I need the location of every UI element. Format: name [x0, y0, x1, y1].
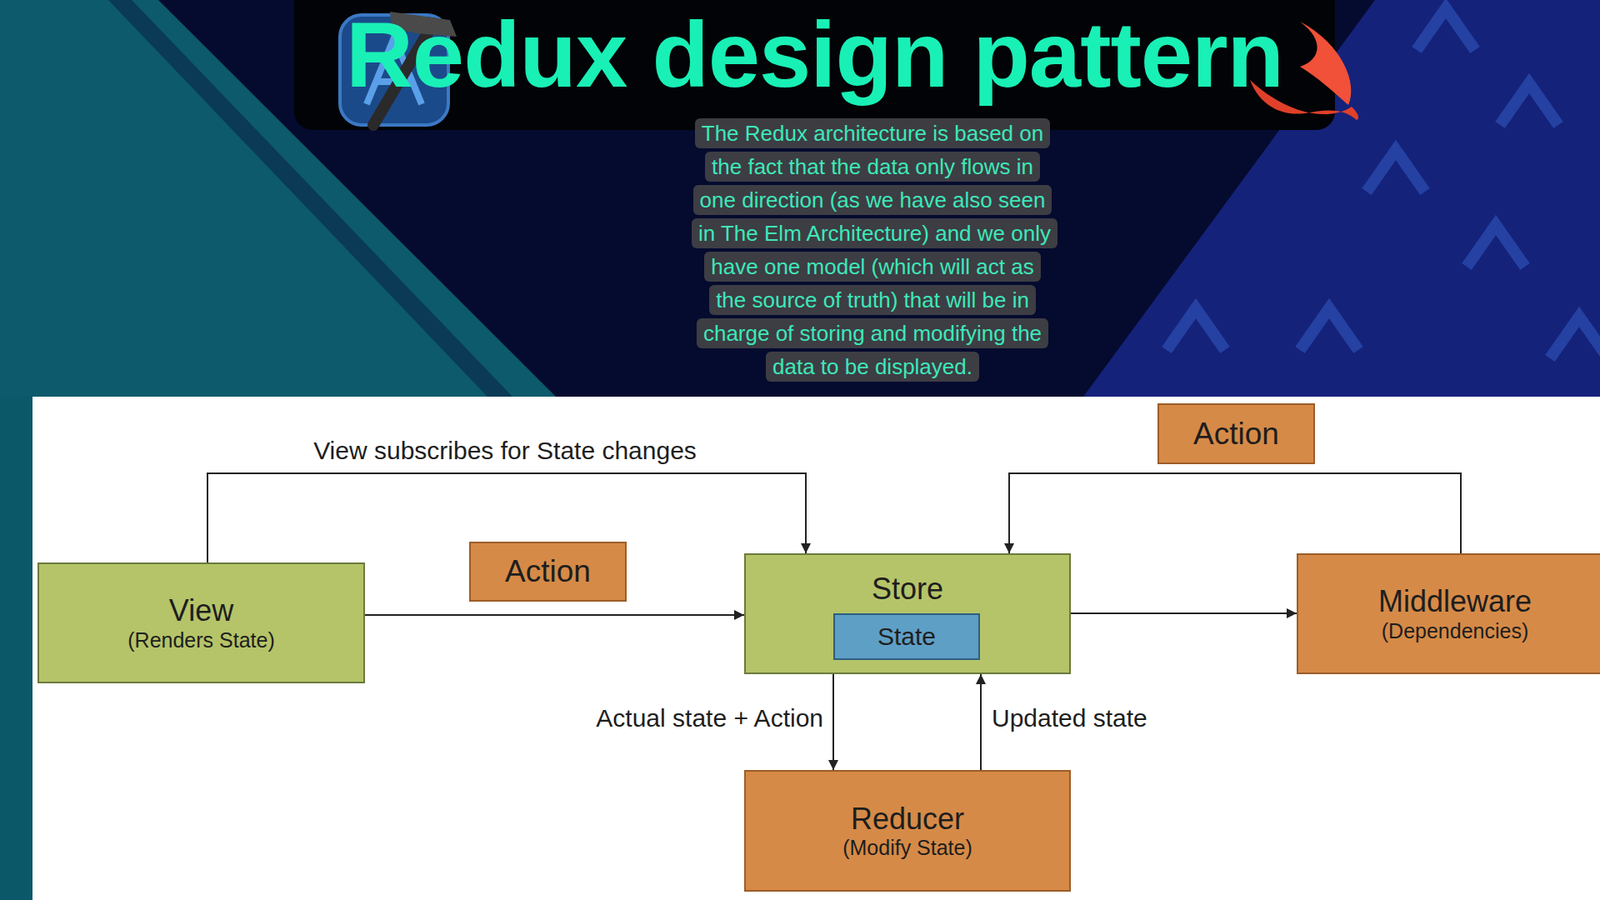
node-title: Middleware: [1378, 584, 1532, 619]
teal-strip: [0, 396, 33, 900]
action-tag: Action: [1157, 403, 1315, 465]
pattern-mark: [1500, 83, 1559, 125]
flow-arrow: [365, 614, 745, 616]
swift-body: [1300, 21, 1351, 105]
flow-arrow: [1009, 473, 1461, 554]
flow-arrow: [980, 674, 982, 770]
node-subtitle: (Dependencies): [1381, 619, 1530, 644]
pattern-mark: [1300, 308, 1359, 350]
middleware-box: Middleware(Dependencies): [1296, 553, 1600, 675]
edge-label: Updated state: [991, 703, 1148, 734]
flow-arrow: [1070, 612, 1297, 615]
store-box: StoreState: [744, 553, 1071, 675]
title-bar: [294, 0, 1335, 130]
node-subtitle: (Renders State): [127, 628, 275, 653]
pattern-mark: [1366, 150, 1425, 192]
node-title: State: [877, 622, 936, 652]
pattern-mark: [1166, 308, 1225, 350]
flow-arrow: [832, 674, 835, 770]
view-box: View(Renders State): [37, 562, 365, 684]
edge-label: Actual state + Action: [595, 703, 824, 734]
page-title: Redux design pattern: [294, 0, 1335, 110]
edge-label: View subscribes for State changes: [313, 435, 697, 466]
pattern-mark: [1466, 225, 1525, 267]
state-box: State: [833, 613, 980, 660]
node-title: View: [169, 593, 234, 628]
pattern-mark: [1416, 8, 1475, 50]
caption-text: The Redux architecture is based on the f…: [691, 118, 1058, 382]
node-title: Reducer: [850, 801, 965, 836]
reducer-box: Reducer(Modify State): [744, 770, 1071, 892]
node-title: Store: [871, 571, 944, 606]
node-subtitle: (Modify State): [842, 835, 973, 860]
action-tag: Action: [469, 541, 627, 602]
pattern-mark: [1550, 316, 1600, 359]
caption-box: The Redux architecture is based on the f…: [691, 116, 1054, 384]
